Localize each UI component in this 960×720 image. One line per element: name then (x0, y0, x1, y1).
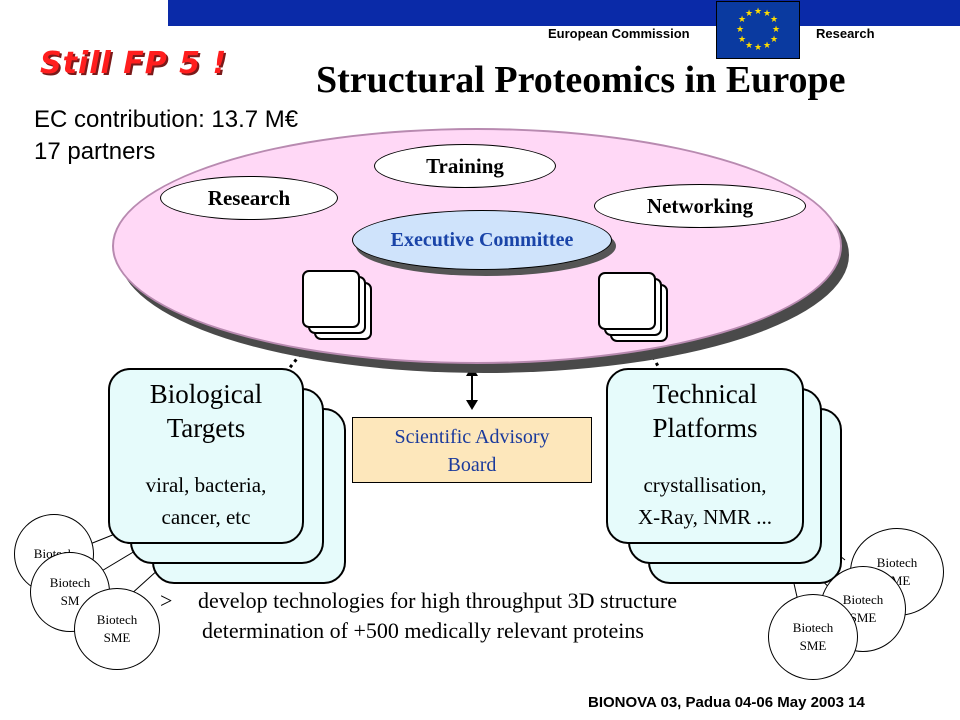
svg-text:★: ★ (770, 35, 778, 45)
biological-sub-1: viral, bacteria, (145, 473, 267, 497)
goal-line-2: determination of +500 medically relevant… (202, 618, 644, 643)
document-stack-icon-right (598, 272, 670, 342)
svg-text:★: ★ (738, 15, 746, 25)
arrow-down-head (466, 400, 478, 410)
svg-text:★: ★ (736, 25, 744, 35)
executive-committee-ellipse: Executive Committee (352, 210, 612, 270)
research-ellipse: Research (160, 176, 338, 220)
svg-text:★: ★ (745, 41, 753, 51)
svg-text:★: ★ (754, 43, 762, 53)
research-label: Research (207, 185, 291, 210)
header-research: Research (816, 26, 875, 41)
svg-text:★: ★ (763, 9, 771, 19)
footer-citation: BIONOVA 03, Padua 04-06 May 2003 14 (588, 694, 865, 711)
partners-count: 17 partners (34, 138, 156, 165)
header-bar (168, 0, 960, 26)
biological-sub-2: cancer, etc (161, 505, 251, 529)
goal-line-1: develop technologies for high throughput… (198, 588, 678, 613)
scientific-advisory-board: Scientific Advisory Board (352, 417, 592, 483)
technical-sub-1: crystallisation, (643, 473, 767, 497)
svg-text:★: ★ (745, 9, 753, 19)
advisory-line-1: Scientific Advisory (394, 426, 550, 448)
arrow-up-head (466, 366, 478, 376)
svg-text:★: ★ (770, 15, 778, 25)
svg-text:★: ★ (738, 35, 746, 45)
page-title: Structural Proteomics in Europe (316, 59, 846, 101)
technical-title-2: Platforms (652, 413, 758, 443)
eu-flag-icon: ★★★ ★★★ ★★★ ★★★ (716, 1, 800, 59)
networking-ellipse: Networking (594, 184, 806, 228)
header-european-commission: European Commission (548, 26, 690, 41)
document-stack-icon-left (302, 270, 374, 340)
biological-title-1: Biological (149, 379, 263, 409)
goal-marker: > (160, 588, 173, 613)
biological-targets-card: Biological Targets viral, bacteria, canc… (108, 368, 304, 544)
training-ellipse: Training (374, 144, 556, 188)
technical-title-1: Technical (652, 379, 758, 409)
tagline: Still FP 5 ! (40, 46, 228, 81)
executive-committee-label: Executive Committee (390, 228, 574, 251)
advisory-line-2: Board (447, 454, 497, 476)
biological-title-2: Targets (166, 413, 246, 443)
ec-contribution: EC contribution: 13.7 M€ (34, 106, 299, 133)
svg-text:★: ★ (754, 7, 762, 17)
technical-sub-2: X-Ray, NMR ... (638, 505, 772, 529)
technical-platforms-card: Technical Platforms crystallisation, X-R… (606, 368, 804, 544)
training-label: Training (426, 153, 504, 178)
svg-text:★: ★ (772, 25, 780, 35)
svg-text:★: ★ (763, 41, 771, 51)
networking-label: Networking (646, 193, 754, 218)
